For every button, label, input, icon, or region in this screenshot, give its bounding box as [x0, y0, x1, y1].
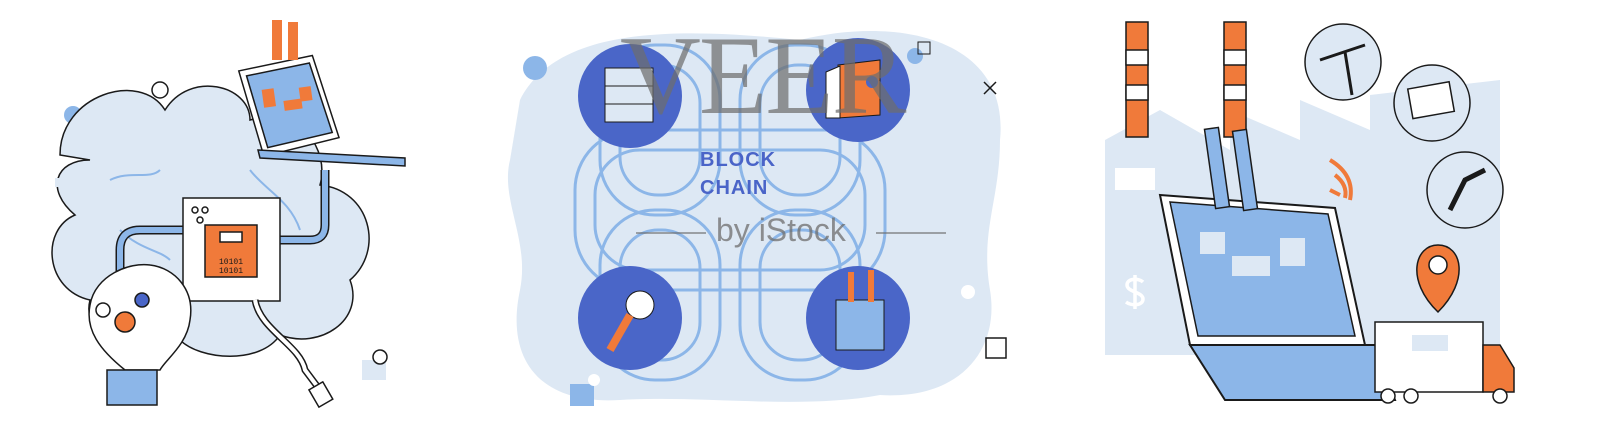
oil-pump-icon	[1304, 23, 1382, 101]
gear-icon	[134, 292, 150, 308]
industry-panel	[1105, 21, 1515, 404]
robot-arm-icon	[1426, 151, 1504, 229]
wifi-icon	[1328, 158, 1353, 201]
blockchain-panel	[507, 30, 1007, 406]
truck-icon	[1374, 321, 1484, 393]
close-mark	[983, 81, 997, 95]
brain-panel	[51, 20, 406, 409]
dollar-icon	[1124, 275, 1145, 309]
lightbulb-icon	[88, 263, 192, 406]
gear-icon	[95, 302, 111, 318]
gear-icon	[114, 311, 136, 333]
location-pin-icon	[1416, 244, 1460, 314]
